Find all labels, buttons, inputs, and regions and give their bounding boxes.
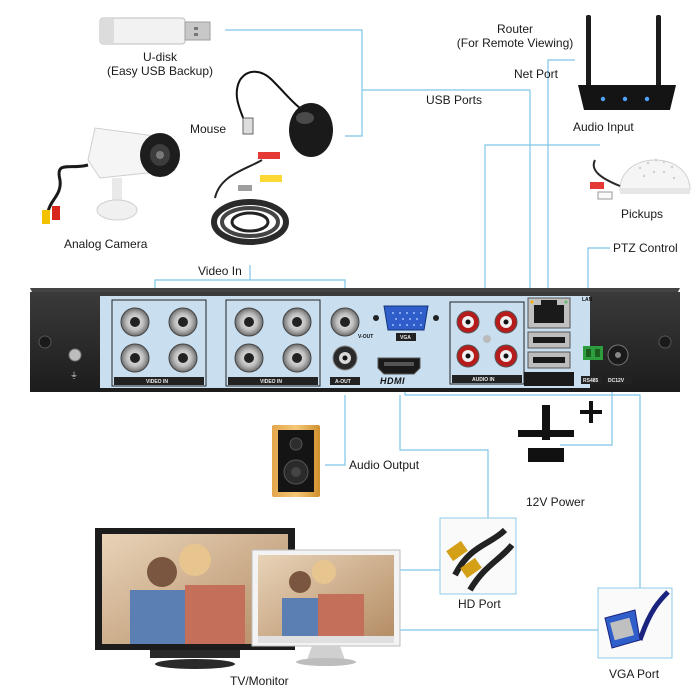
panel-label-lan: LAN: [582, 297, 593, 303]
panel-label-video-in-1: VIDEO IN: [146, 379, 168, 385]
panel-label-v-out: V-OUT: [358, 334, 374, 340]
label-video-in: Video In: [198, 264, 242, 278]
panel-label-vga: VGA: [400, 335, 411, 341]
speaker-icon: [272, 425, 320, 497]
router-icon: [578, 15, 676, 110]
bnc-connectors-group-2: [234, 307, 312, 373]
label-udisk: U-disk: [142, 50, 177, 64]
mouse-icon: [235, 70, 333, 157]
panel-label-a-out: A-OUT: [335, 379, 351, 385]
label-net-port: Net Port: [514, 67, 559, 81]
label-pickups: Pickups: [621, 207, 664, 221]
label-hd-port: HD Port: [458, 597, 501, 611]
hdmi-cable-icon: [439, 517, 517, 595]
camera-icon: [42, 127, 180, 224]
panel-label-rs485: RS485: [583, 378, 599, 384]
line-hdmi: [399, 395, 489, 525]
label-usb-ports: USB Ports: [426, 93, 483, 107]
line-hd-tv: [400, 560, 441, 571]
dvr-recorder: ⏚: [30, 288, 680, 392]
label-router: Router: [496, 22, 534, 36]
line-power: [560, 375, 613, 446]
rca-connectors: [456, 310, 518, 368]
power-symbol-icon: [518, 401, 602, 462]
label-ptz-control: PTZ Control: [613, 241, 678, 255]
label-udisk-sub: (Easy USB Backup): [106, 64, 214, 78]
label-router-sub: (For Remote Viewing): [456, 36, 574, 50]
svg-text:⏚: ⏚: [70, 371, 78, 380]
usb-drive-icon: [99, 17, 211, 45]
line-udisk: [225, 29, 363, 137]
monitor-icon: [95, 528, 401, 669]
label-audio-input: Audio Input: [573, 120, 634, 134]
panel-label-audio-in: AUDIO IN: [472, 377, 495, 383]
bnc-connectors-group-1: [120, 307, 198, 373]
label-tv-monitor: TV/Monitor: [230, 674, 289, 688]
microphone-icon: [590, 158, 691, 200]
label-analog-camera: Analog Camera: [64, 237, 148, 251]
line-router: [547, 59, 575, 300]
panel-label-dc12v: DC12V: [608, 378, 625, 384]
label-power: 12V Power: [526, 495, 585, 509]
label-vga-port: VGA Port: [609, 667, 660, 681]
label-audio-output: Audio Output: [349, 458, 420, 472]
line-audio-in: [484, 144, 600, 300]
cable-icon: [211, 152, 289, 245]
panel-label-video-in-2: VIDEO IN: [260, 379, 282, 385]
vga-cable-icon: [597, 587, 673, 659]
label-mouse: Mouse: [190, 122, 227, 136]
line-audio-out: [325, 395, 346, 466]
panel-label-hdmi: HDMI: [380, 376, 405, 386]
